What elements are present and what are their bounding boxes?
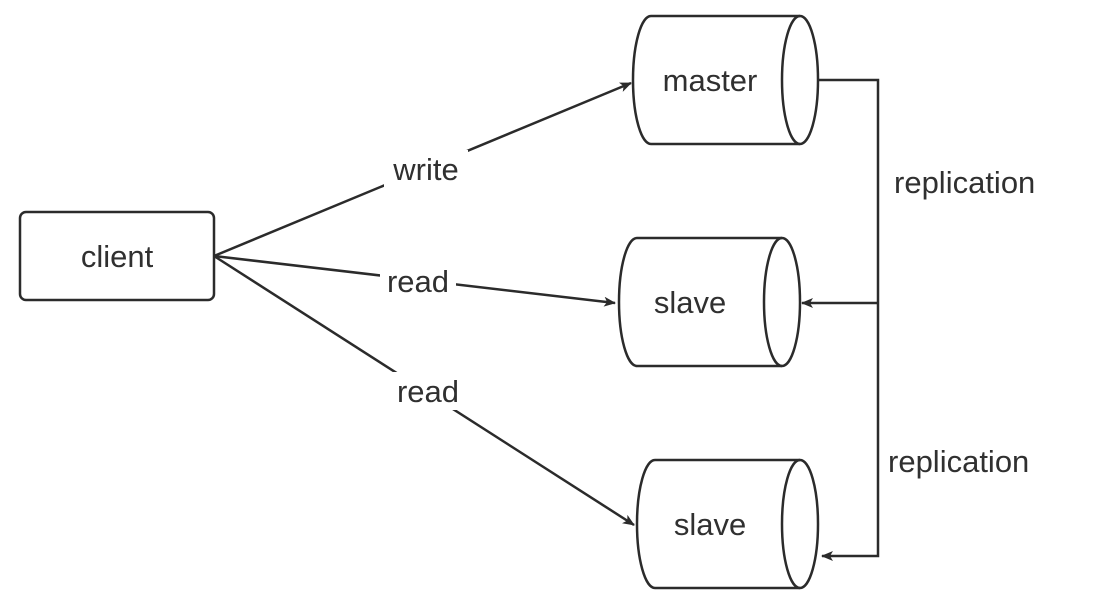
read-edge-2: read bbox=[213, 254, 635, 527]
replication-label-2: replication bbox=[888, 444, 1029, 479]
read-edge-1: read bbox=[213, 254, 616, 307]
replication-line-main bbox=[818, 78, 880, 561]
master-node: master bbox=[631, 14, 820, 146]
write-edge: write bbox=[213, 81, 632, 258]
slave-node-1: slave bbox=[617, 236, 802, 368]
replication-edge: replication replication bbox=[801, 78, 1035, 561]
read-label-1-bg bbox=[380, 262, 456, 300]
slave-2-cylinder-face bbox=[780, 458, 801, 590]
read-label-2: read bbox=[397, 374, 459, 409]
write-label: write bbox=[392, 152, 458, 187]
slave-2-label: slave bbox=[674, 507, 746, 542]
write-label-bg bbox=[384, 150, 468, 188]
client-node: client bbox=[18, 210, 216, 302]
slave-1-label: slave bbox=[654, 285, 726, 320]
client-label: client bbox=[81, 239, 154, 274]
slave-node-2: slave bbox=[635, 458, 820, 590]
master-label: master bbox=[663, 63, 758, 98]
read-label-1: read bbox=[387, 264, 449, 299]
slave-1-cylinder-face bbox=[762, 236, 783, 368]
read-label-2-bg bbox=[388, 372, 468, 410]
master-cylinder-face bbox=[780, 14, 801, 146]
replication-label-1: replication bbox=[894, 165, 1035, 200]
